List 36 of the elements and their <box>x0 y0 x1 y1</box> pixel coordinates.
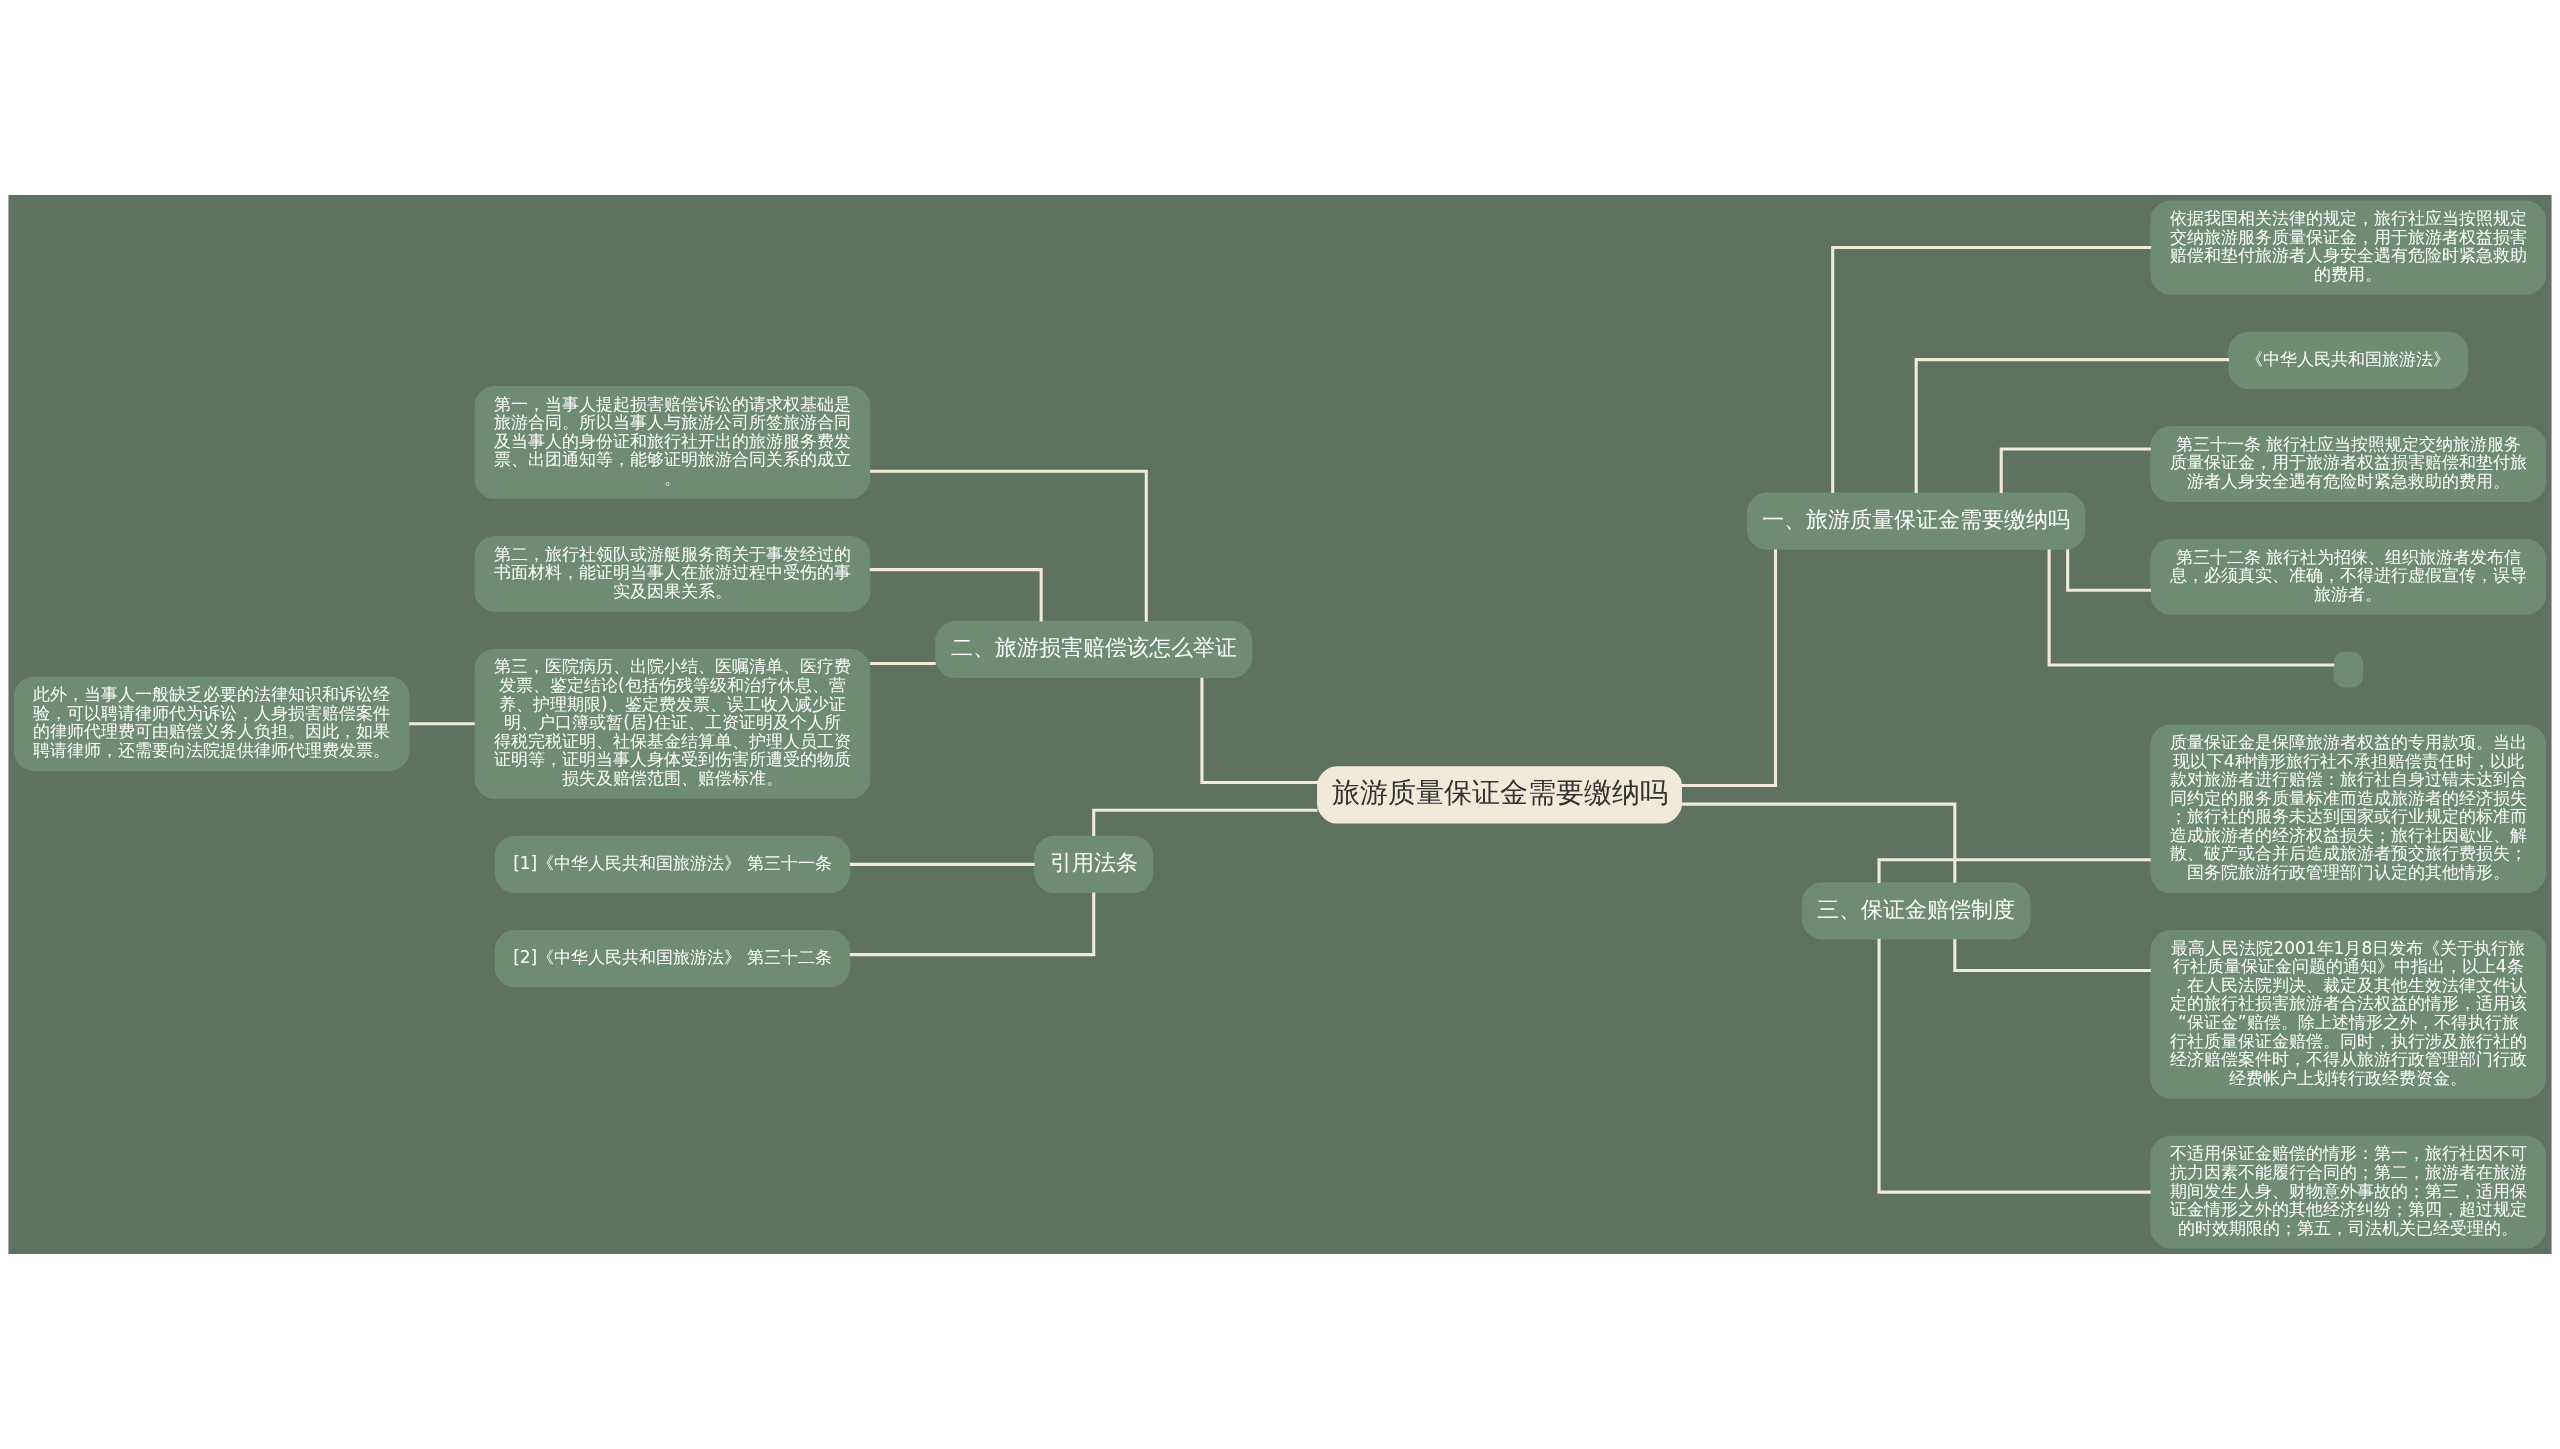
node-box: 一、旅游质量保证金需要缴纳吗 <box>1746 492 2086 550</box>
connector <box>1681 549 1778 788</box>
node-box: 三、保证金赔偿制度 <box>1801 882 2031 940</box>
node-box <box>2333 651 2363 688</box>
node-box: 第一，当事人提起损害赔偿诉讼的请求权基础是旅游合同。所以当事人与旅游公司所签旅游合同及当事人的身份证和旅行社开出的旅游服务费发票、出团通知等，能够证明旅游合同关系的成立。 <box>474 385 871 499</box>
connector <box>1877 858 2151 883</box>
node-box: [1]《中华人民共和国旅游法》 第三十一条 <box>494 835 851 893</box>
connector <box>409 722 475 726</box>
connector <box>1999 447 2151 494</box>
node-box: [2]《中华人民共和国旅游法》 第三十二条 <box>494 930 851 988</box>
node-box: 质量保证金是保障旅游者权益的专用款项。当出现以下4种情形旅行社不承担赔偿责任时，以此款对旅游者进行赔偿：旅行社自身过错未达到合同约定的服务质量标准而造成旅游者的经济损失；旅行社的服务未达到国家或行业规定的标准而造成旅游者的经济权益损失；旅行社因歇业、解散、破产或合并后造成旅游者预交旅行费损失；国务院旅游行政管理部门认定的其他情形。 <box>2150 724 2547 893</box>
node-box: 第三，医院病历、出院小结、医嘱清单、医疗费发票、鉴定结论(包括伤残等级和治疗休息、营养、护理期限)、鉴定费发票、误工收入减少证明、户口簿或暂(居)住证、工资证明及个人所得税完税证明、社保基金结算单、护理人员工资证明等，证明当事人身体受到伤害所遭受的物质损失及赔偿范围、赔偿标准。 <box>474 648 871 799</box>
connector <box>2047 549 2335 667</box>
node-box: 《中华人民共和国旅游法》 <box>2228 331 2469 390</box>
connector <box>869 568 1043 622</box>
node-box: 引用法条 <box>1034 835 1154 893</box>
connector <box>870 661 936 665</box>
node-box: 最高人民法院2001年1月8日发布《关于执行旅行社质量保证金问题的通知》中指出，以上4条，在人民法院判决、裁定及其他生效法律文件认定的旅行社损害旅游者合法权益的情形，适用该“保证金”赔偿。除上述情形之外，不得执行旅行社质量保证金赔偿。同时，执行涉及旅行社的经济赔偿案件时，不得从旅游行政管理部门行政经费帐户上划转行政经费资金。 <box>2150 930 2547 1099</box>
connector <box>869 469 1148 622</box>
connector <box>1914 358 2230 494</box>
node-box: 第二，旅行社领队或游艇服务商关于事发经过的书面材料，能证明当事人在旅游过程中受伤的事实及因果关系。 <box>474 535 871 612</box>
connector <box>1200 677 1318 784</box>
connector <box>1092 808 1318 837</box>
node-box: 旅游质量保证金需要缴纳吗 <box>1317 766 1682 824</box>
node-box: 第三十一条 旅行社应当按照规定交纳旅游服务质量保证金，用于旅游者权益损害赔偿和垫付旅游者人身安全遇有危险时紧急救助的费用。 <box>2150 426 2547 502</box>
connector <box>1681 802 1957 883</box>
connector <box>2066 549 2152 592</box>
connector <box>1877 938 2151 1194</box>
node-box: 依据我国相关法律的规定，旅行社应当按照规定交纳旅游服务质量保证金，用于旅游者权益损害赔偿和垫付旅游者人身安全遇有危险时紧急救助的费用。 <box>2150 200 2547 295</box>
node-box: 第三十二条 旅行社为招徕、组织旅游者发布信息，必须真实、准确，不得进行虚假宣传，误导旅游者。 <box>2150 538 2547 615</box>
node-box: 二、旅游损害赔偿该怎么举证 <box>935 620 1253 679</box>
connector <box>1831 246 2152 493</box>
connector <box>849 892 1096 957</box>
node-box: 不适用保证金赔偿的情形：第一，旅行社因不可抗力因素不能履行合同的；第二，旅游者在旅游期间发生人身、财物意外事故的；第三，适用保证金情形之外的其他经济纠纷；第四，超过规定的时效期限的；第五，司法机关已经受理的。 <box>2150 1135 2547 1249</box>
connector <box>849 862 1035 866</box>
node-box: 此外，当事人一般缺乏必要的法律知识和诉讼经验，可以聘请律师代为诉讼，人身损害赔偿案件的律师代理费可由赔偿义务人负担。因此，如果聘请律师，还需要向法院提供律师代理费发票。 <box>13 676 410 771</box>
